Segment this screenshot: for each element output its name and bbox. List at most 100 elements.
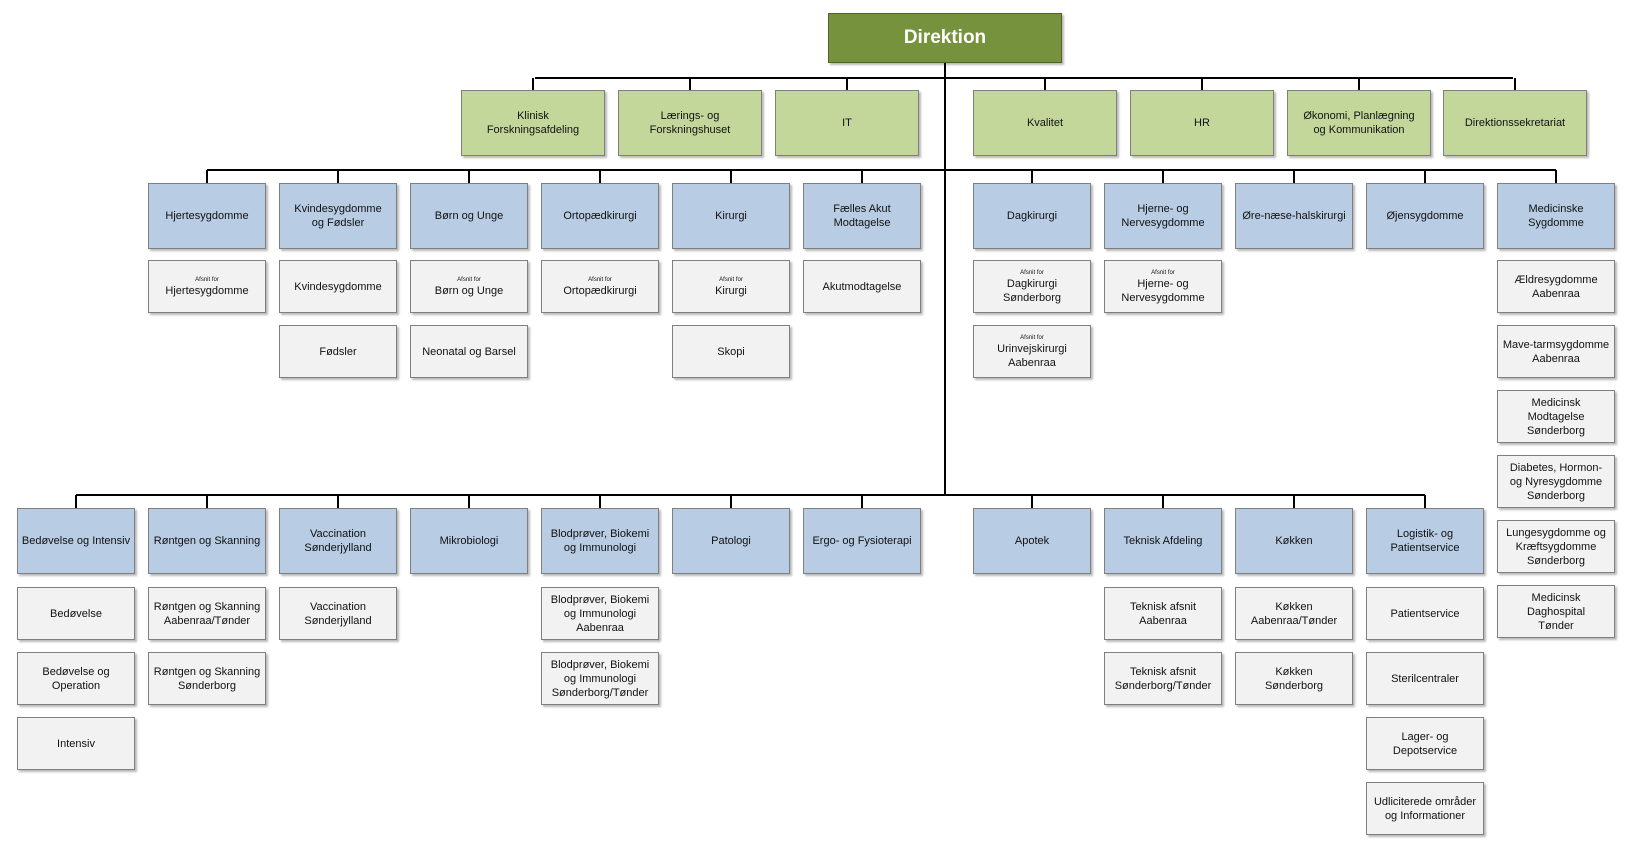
dept-box-kirurgi: Kirurgi bbox=[672, 183, 790, 249]
staff-box-hr-label: HR bbox=[1194, 117, 1210, 129]
staff-box-hr: HR bbox=[1130, 90, 1274, 156]
sub-box-teknisk-afsnit-s-nderborg-t-nder-label: Teknisk afsnit Sønderborg/Tønder bbox=[1114, 665, 1212, 692]
staff-box-kvalitet: Kvalitet bbox=[973, 90, 1117, 156]
staff-box-it-label: IT bbox=[842, 117, 852, 129]
sub-box-skopi-label: Skopi bbox=[717, 345, 745, 358]
unit-prefix: Afsnit for bbox=[1020, 334, 1044, 341]
sub-box-f-dsler-label: Fødsler bbox=[319, 345, 357, 358]
staff-box-it: IT bbox=[775, 90, 919, 156]
unit-prefix: Afsnit for bbox=[457, 276, 481, 283]
sub-box-vaccination-s-nderjylland: Vaccination Sønderjylland bbox=[279, 587, 397, 640]
sub-box-sterilcentraler: Sterilcentraler bbox=[1366, 652, 1484, 705]
sub-box-lungesygdomme-og-kr-ftsygdomme-s-nderborg-label: Lungesygdomme og Kræftsygdomme Sønderbor… bbox=[1506, 526, 1606, 567]
staff-box-l-rings-og-forskningshuset: Lærings- og Forskningshuset bbox=[618, 90, 762, 156]
staff-box-klinisk-forskningsafdeling: Klinisk Forskningsafdeling bbox=[461, 90, 605, 156]
dept-box-bed-velse-og-intensiv: Bedøvelse og Intensiv bbox=[17, 508, 135, 574]
sub-box-r-ntgen-og-skanning-aabenraa-t-nder-label: Røntgen og Skanning Aabenraa/Tønder bbox=[153, 600, 261, 627]
sub-box-mave-tarmsygdomme-aabenraa: Mave-tarmsygdomme Aabenraa bbox=[1497, 325, 1615, 378]
sub-box-patientservice-label: Patientservice bbox=[1390, 607, 1460, 620]
sub-box-bed-velse: Bedøvelse bbox=[17, 587, 135, 640]
sub-box-r-ntgen-og-skanning-s-nderborg: Røntgen og Skanning Sønderborg bbox=[148, 652, 266, 705]
dept-box-mikrobiologi: Mikrobiologi bbox=[410, 508, 528, 574]
unit-prefix: Afsnit for bbox=[195, 276, 219, 283]
sub-box-medicinsk-modtagelse-s-nderborg: Medicinsk Modtagelse Sønderborg bbox=[1497, 390, 1615, 443]
staff-box-direktionssekretariat: Direktionssekretariat bbox=[1443, 90, 1587, 156]
staff-box-kvalitet-label: Kvalitet bbox=[1026, 117, 1064, 129]
sub-box-ortop-dkirurgi-label: Ortopædkirurgi bbox=[563, 284, 637, 297]
sub-box-skopi: Skopi bbox=[672, 325, 790, 378]
dept-box-patologi: Patologi bbox=[672, 508, 790, 574]
staff-box-klinisk-forskningsafdeling-label: Klinisk Forskningsafdeling bbox=[486, 110, 580, 136]
dept-box-patologi-label: Patologi bbox=[711, 535, 751, 547]
sub-box-k-kken-aabenraa-t-nder-label: Køkken Aabenraa/Tønder bbox=[1250, 600, 1338, 627]
dept-box-medicinske-sygdomme: Medicinske Sygdomme bbox=[1497, 183, 1615, 249]
dept-box-blodpr-ver-biokemi-og-immunologi: Blodprøver, Biokemi og Immunologi bbox=[541, 508, 659, 574]
sub-box-intensiv-label: Intensiv bbox=[57, 737, 95, 750]
dept-box-ortop-dkirurgi: Ortopædkirurgi bbox=[541, 183, 659, 249]
dept-box-kvindesygdomme-og-f-dsler-label: Kvindesygdomme og Fødsler bbox=[294, 203, 382, 229]
dept-box-mikrobiologi-label: Mikrobiologi bbox=[439, 535, 499, 547]
dept-box-b-rn-og-unge: Børn og Unge bbox=[410, 183, 528, 249]
dept-box-kirurgi-label: Kirurgi bbox=[715, 210, 747, 222]
dept-box-hjertesygdomme-label: Hjertesygdomme bbox=[165, 210, 249, 222]
staff-box-l-rings-og-forskningshuset-label: Lærings- og Forskningshuset bbox=[649, 110, 731, 136]
sub-box-kirurgi-label: Kirurgi bbox=[715, 284, 747, 297]
sub-box-kvindesygdomme-label: Kvindesygdomme bbox=[294, 280, 382, 293]
sub-box-diabetes-hormon-og-nyresygdomme-s-nderborg-label: Diabetes, Hormon- og Nyresygdomme Sønder… bbox=[1509, 461, 1603, 502]
dept-box-bed-velse-og-intensiv-label: Bedøvelse og Intensiv bbox=[21, 535, 131, 547]
dept-box-blodpr-ver-biokemi-og-immunologi-label: Blodprøver, Biokemi og Immunologi bbox=[550, 528, 650, 554]
sub-box-blodpr-ver-biokemi-og-immunologi-aabenraa-label: Blodprøver, Biokemi og Immunologi Aabenr… bbox=[550, 593, 650, 634]
sub-box-vaccination-s-nderjylland-label: Vaccination Sønderjylland bbox=[304, 600, 372, 627]
dept-box-ortop-dkirurgi-label: Ortopædkirurgi bbox=[563, 210, 637, 222]
dept-box-ergo-og-fysioterapi-label: Ergo- og Fysioterapi bbox=[812, 535, 912, 547]
sub-box-medicinsk-modtagelse-s-nderborg-label: Medicinsk Modtagelse Sønderborg bbox=[1526, 396, 1586, 437]
dept-box-apotek-label: Apotek bbox=[1014, 535, 1050, 547]
sub-box-medicinsk-daghospital-t-nder: Medicinsk Daghospital Tønder bbox=[1497, 585, 1615, 638]
sub-box-lager-og-depotservice: Lager- og Depotservice bbox=[1366, 717, 1484, 770]
sub-box-lungesygdomme-og-kr-ftsygdomme-s-nderborg: Lungesygdomme og Kræftsygdomme Sønderbor… bbox=[1497, 520, 1615, 573]
sub-box-teknisk-afsnit-aabenraa-label: Teknisk afsnit Aabenraa bbox=[1129, 600, 1197, 627]
sub-box-hjertesygdomme-label: Hjertesygdomme bbox=[165, 284, 249, 297]
unit-prefix: Afsnit for bbox=[1020, 269, 1044, 276]
staff-box-direktionssekretariat-label: Direktionssekretariat bbox=[1464, 117, 1566, 129]
dept-box-dagkirurgi-label: Dagkirurgi bbox=[1006, 210, 1058, 222]
dept-box-ergo-og-fysioterapi: Ergo- og Fysioterapi bbox=[803, 508, 921, 574]
sub-box-mave-tarmsygdomme-aabenraa-label: Mave-tarmsygdomme Aabenraa bbox=[1502, 338, 1610, 365]
direktion-box-label: Direktion bbox=[903, 27, 987, 48]
dept-box-k-kken: Køkken bbox=[1235, 508, 1353, 574]
sub-box-urinvejskirurgi-aabenraa-label: Urinvejskirurgi Aabenraa bbox=[997, 342, 1067, 369]
dept-box-f-lles-akut-modtagelse: Fælles Akut Modtagelse bbox=[803, 183, 921, 249]
sub-box-lager-og-depotservice-label: Lager- og Depotservice bbox=[1392, 730, 1458, 757]
dept-box-re-n-se-halskirurgi-label: Øre-næse-halskirurgi bbox=[1242, 210, 1346, 222]
sub-box-blodpr-ver-biokemi-og-immunologi-aabenraa: Blodprøver, Biokemi og Immunologi Aabenr… bbox=[541, 587, 659, 640]
staff-box-konomi-planl-gning-og-kommunikation: Økonomi, Planlægning og Kommunikation bbox=[1287, 90, 1431, 156]
dept-box-re-n-se-halskirurgi: Øre-næse-halskirurgi bbox=[1235, 183, 1353, 249]
sub-box-diabetes-hormon-og-nyresygdomme-s-nderborg: Diabetes, Hormon- og Nyresygdomme Sønder… bbox=[1497, 455, 1615, 508]
sub-box-akutmodtagelse-label: Akutmodtagelse bbox=[822, 280, 902, 293]
sub-box-blodpr-ver-biokemi-og-immunologi-s-nderborg-t-nder-label: Blodprøver, Biokemi og Immunologi Sønder… bbox=[550, 658, 650, 699]
sub-box-neonatal-og-barsel: Neonatal og Barsel bbox=[410, 325, 528, 378]
sub-box-teknisk-afsnit-aabenraa: Teknisk afsnit Aabenraa bbox=[1104, 587, 1222, 640]
dept-box-logistik-og-patientservice-label: Logistik- og Patientservice bbox=[1390, 528, 1460, 554]
sub-box-hjerne-og-nervesygdomme-label: Hjerne- og Nervesygdomme bbox=[1121, 277, 1205, 304]
dept-box-r-ntgen-og-skanning: Røntgen og Skanning bbox=[148, 508, 266, 574]
sub-box-bed-velse-og-operation: Bedøvelse og Operation bbox=[17, 652, 135, 705]
direktion-box: Direktion bbox=[828, 13, 1062, 63]
sub-box-ldresygdomme-aabenraa-label: Ældresygdomme Aabenraa bbox=[1514, 273, 1598, 300]
sub-box-akutmodtagelse: Akutmodtagelse bbox=[803, 260, 921, 313]
dept-box-r-ntgen-og-skanning-label: Røntgen og Skanning bbox=[153, 535, 261, 547]
sub-box-ldresygdomme-aabenraa: Ældresygdomme Aabenraa bbox=[1497, 260, 1615, 313]
dept-box-teknisk-afdeling-label: Teknisk Afdeling bbox=[1123, 535, 1203, 547]
dept-box-teknisk-afdeling: Teknisk Afdeling bbox=[1104, 508, 1222, 574]
dept-box-vaccination-s-nderjylland: Vaccination Sønderjylland bbox=[279, 508, 397, 574]
dept-box-apotek: Apotek bbox=[973, 508, 1091, 574]
sub-box-k-kken-s-nderborg-label: Køkken Sønderborg bbox=[1264, 665, 1324, 692]
sub-box-k-kken-aabenraa-t-nder: Køkken Aabenraa/Tønder bbox=[1235, 587, 1353, 640]
dept-box-kvindesygdomme-og-f-dsler: Kvindesygdomme og Fødsler bbox=[279, 183, 397, 249]
sub-box-r-ntgen-og-skanning-aabenraa-t-nder: Røntgen og Skanning Aabenraa/Tønder bbox=[148, 587, 266, 640]
sub-box-dagkirurgi-s-nderborg-label: Dagkirurgi Sønderborg bbox=[1002, 277, 1062, 304]
dept-box-logistik-og-patientservice: Logistik- og Patientservice bbox=[1366, 508, 1484, 574]
sub-box-kvindesygdomme: Kvindesygdomme bbox=[279, 260, 397, 313]
dept-box-k-kken-label: Køkken bbox=[1275, 535, 1313, 547]
